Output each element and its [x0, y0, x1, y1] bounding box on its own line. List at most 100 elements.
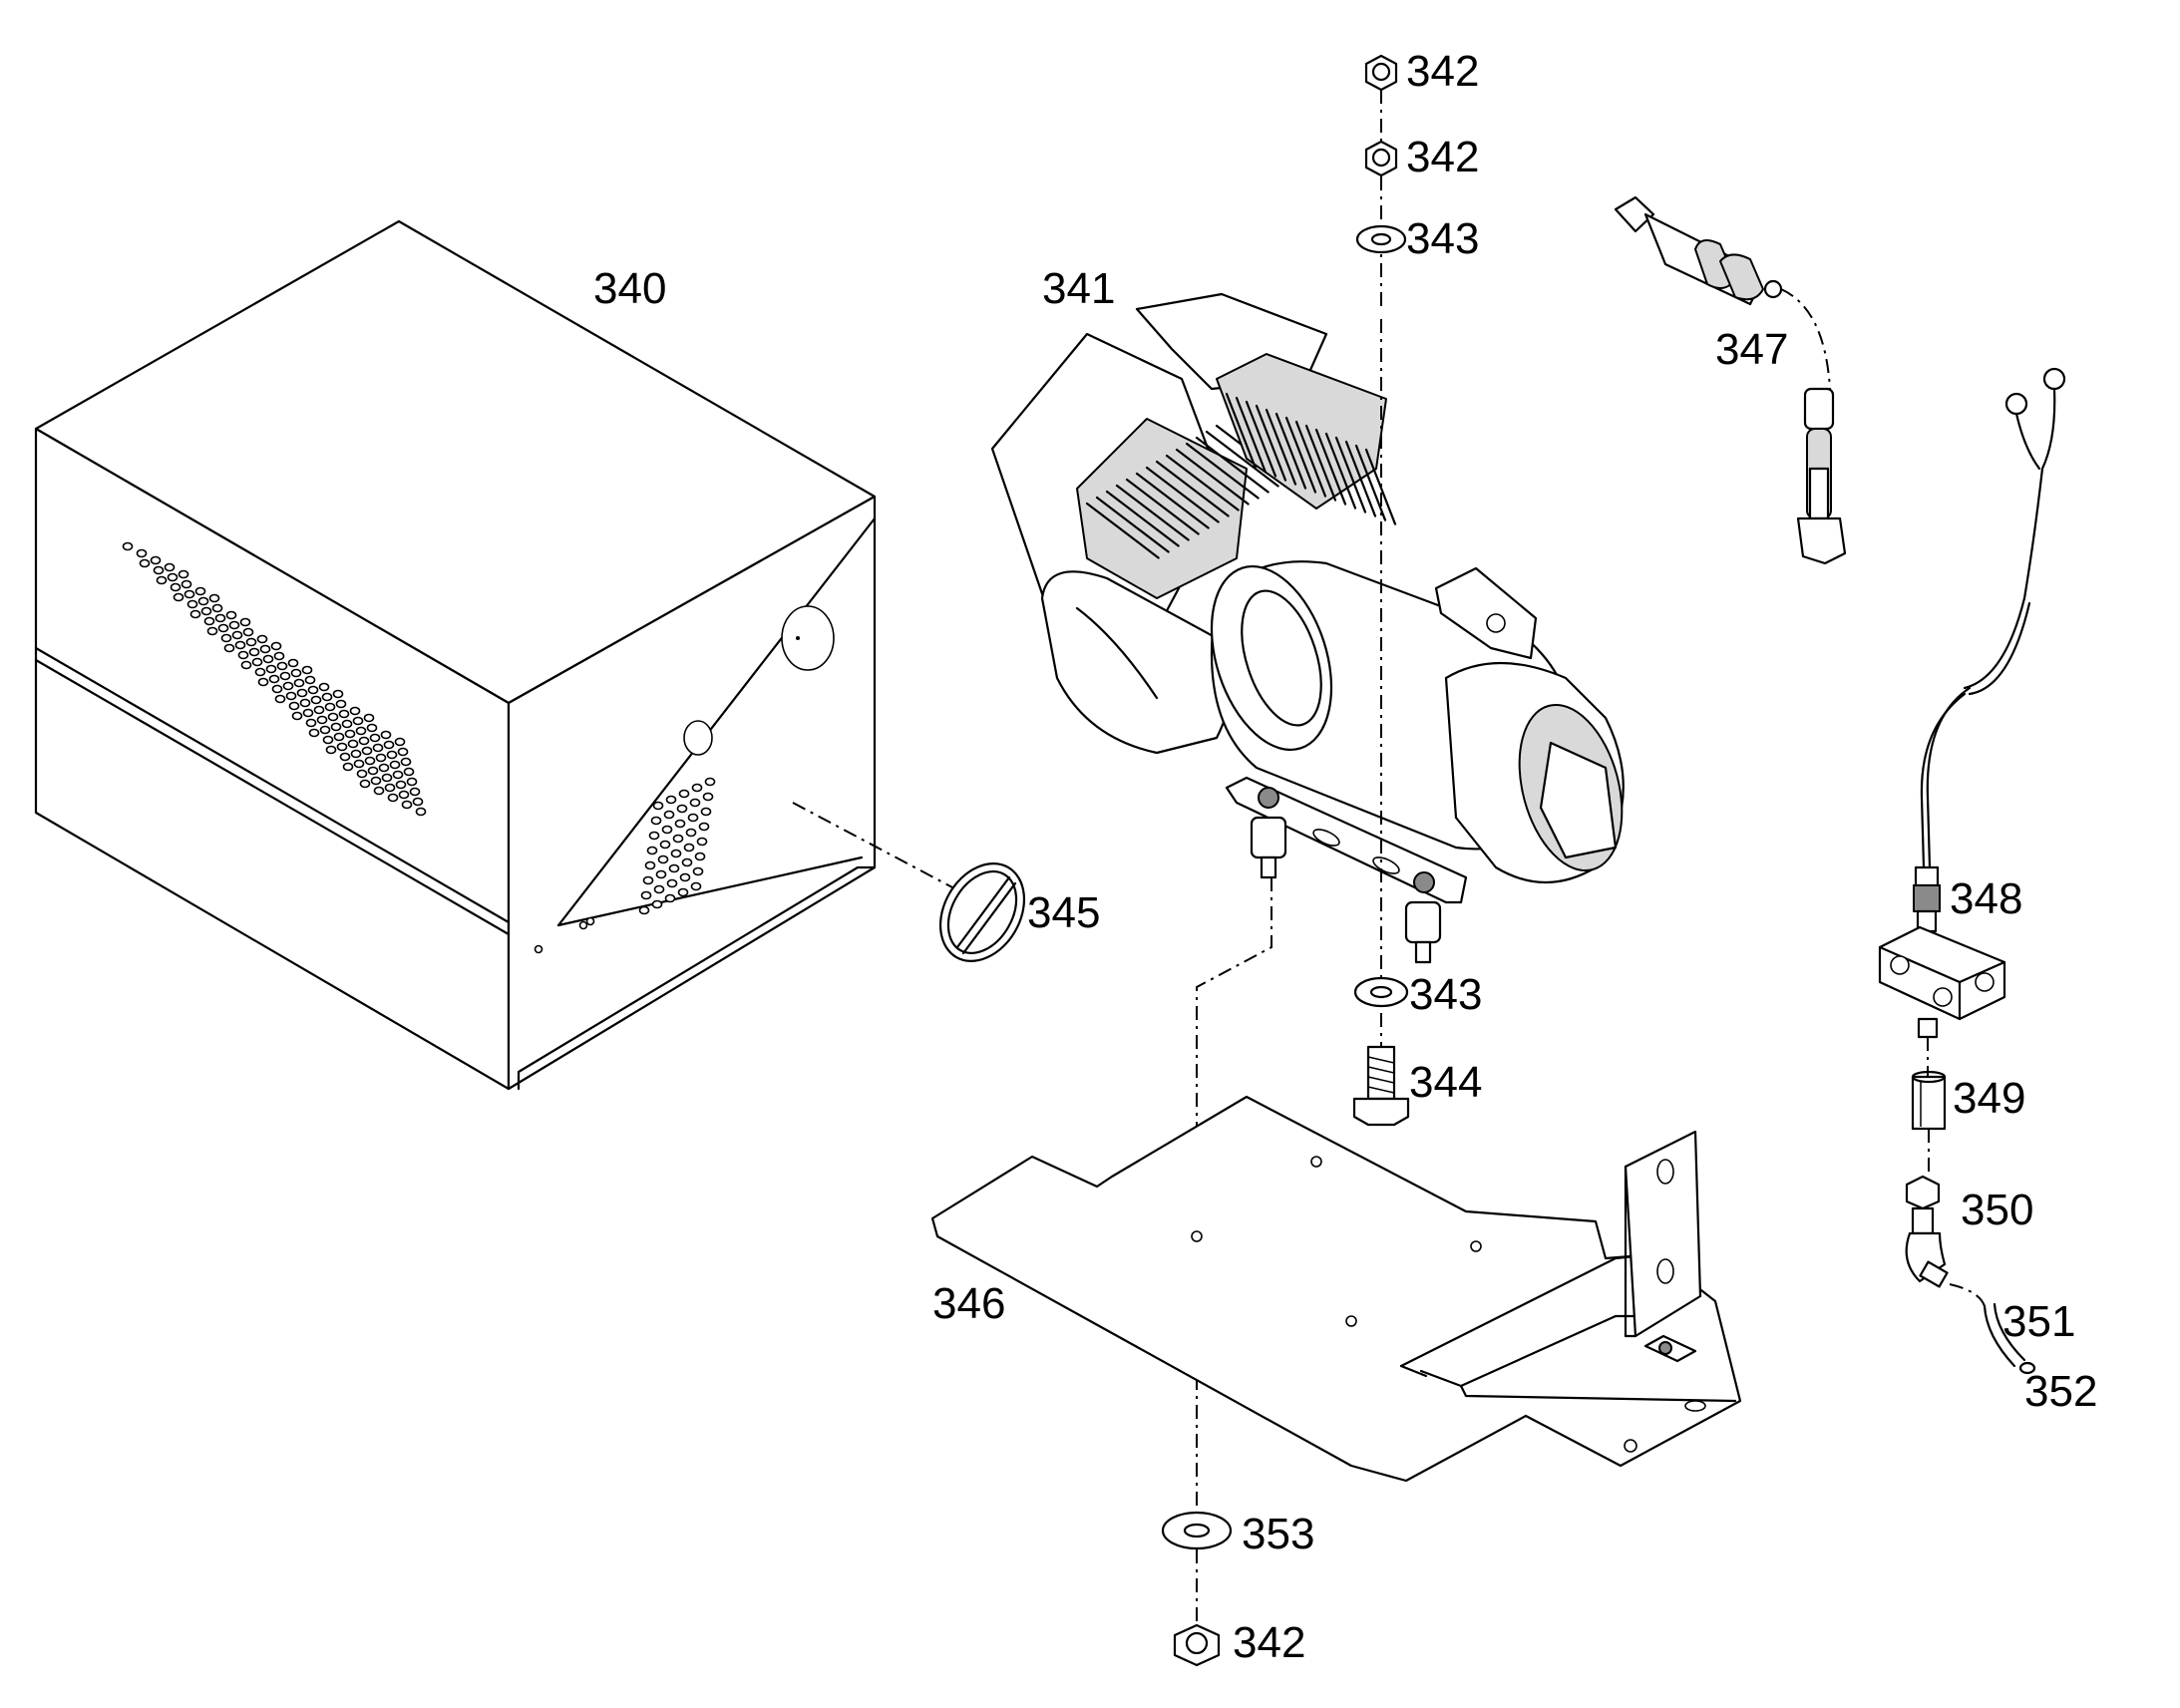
cooling-fin — [1245, 400, 1277, 478]
vent-hole — [265, 664, 277, 674]
vent-hole — [363, 713, 375, 723]
callout-349: 349 — [1953, 1074, 2025, 1123]
callout-347: 347 — [1715, 325, 1788, 374]
cooling-fins-left — [1085, 424, 1289, 559]
vent-hole — [318, 682, 330, 692]
vent-hole — [170, 582, 182, 592]
vent-hole — [239, 617, 251, 627]
vent-hole — [234, 640, 246, 650]
callout-341: 341 — [1042, 264, 1115, 313]
part-352-ferrule — [2018, 1361, 2036, 1375]
callout-351: 351 — [2002, 1297, 2075, 1346]
vent-hole — [375, 753, 387, 763]
vent-hole — [310, 695, 322, 705]
vent-hole — [687, 813, 699, 823]
vent-hole — [302, 708, 314, 718]
vent-hole — [386, 750, 398, 760]
vent-hole — [384, 783, 396, 793]
vent-hole — [366, 723, 378, 733]
vent-hole — [403, 767, 415, 777]
vent-hole — [389, 760, 401, 770]
vent-hole — [271, 684, 283, 694]
vent-hole — [339, 752, 351, 762]
vent-hole — [666, 878, 678, 888]
vent-hole — [296, 688, 308, 698]
vent-hole — [704, 777, 716, 787]
vent-hole — [665, 795, 677, 805]
vent-hole — [330, 722, 342, 732]
vent-hole — [282, 681, 294, 691]
vent-hole — [378, 763, 390, 773]
vent-hole — [273, 651, 285, 661]
vent-hole — [659, 840, 671, 850]
part-353-washer-bottom — [1161, 1511, 1233, 1550]
vent-hole — [397, 747, 409, 757]
vent-hole — [153, 565, 165, 575]
callout-343-mid: 343 — [1409, 970, 1482, 1019]
vent-hole — [395, 780, 407, 790]
vent-hole — [293, 678, 305, 688]
vent-hole — [702, 792, 714, 802]
part-342-nut-top-1 — [1364, 54, 1398, 92]
vent-hole — [313, 705, 325, 715]
vent-hole — [679, 872, 691, 882]
cooling-fin — [1205, 430, 1279, 488]
vent-hole — [301, 665, 313, 675]
vent-hole — [651, 899, 663, 909]
vent-hole — [332, 689, 344, 699]
vent-hole — [338, 709, 350, 719]
vent-hole — [200, 606, 212, 616]
cooling-fin — [1255, 404, 1287, 482]
part-343-washer-mid — [1353, 976, 1409, 1008]
callout-342-top-1: 342 — [1406, 47, 1479, 96]
vent-hole — [676, 804, 688, 814]
vent-hole — [279, 671, 291, 681]
vent-hole — [352, 716, 364, 726]
vent-hole — [324, 702, 336, 712]
vent-hole — [644, 860, 656, 870]
vent-hole — [642, 875, 654, 885]
vent-hole — [305, 718, 317, 728]
vent-hole — [344, 729, 356, 739]
vent-hole — [394, 737, 406, 747]
cooling-fin — [1155, 460, 1230, 517]
vent-hole — [694, 852, 706, 861]
vent-hole — [256, 634, 268, 644]
vent-hole — [217, 623, 229, 633]
vent-hole — [203, 616, 215, 626]
callout-344: 344 — [1409, 1058, 1482, 1107]
cooling-fin — [1165, 454, 1240, 512]
cooling-fin — [1304, 424, 1337, 502]
vent-hole — [257, 677, 269, 687]
vent-hole — [392, 770, 404, 780]
vent-hole — [194, 586, 206, 596]
vent-hole — [231, 630, 243, 640]
cooling-fin — [1354, 444, 1387, 521]
vent-hole — [372, 743, 384, 753]
vent-hole — [409, 787, 421, 797]
vent-holes-side — [638, 777, 716, 915]
vent-holes-front — [122, 541, 427, 817]
vent-hole — [237, 650, 249, 660]
vent-hole — [319, 725, 331, 735]
vent-hole — [183, 589, 195, 599]
vent-hole — [381, 773, 393, 783]
cooling-fin — [1265, 408, 1297, 486]
vent-hole — [336, 742, 348, 752]
vent-hole — [380, 730, 392, 740]
vent-hole — [677, 887, 689, 897]
cooling-fin — [1085, 502, 1160, 559]
vent-hole — [387, 793, 399, 803]
vent-hole — [251, 657, 263, 667]
vent-hole — [358, 736, 370, 746]
vent-hole — [268, 674, 280, 684]
cooling-fin — [1274, 412, 1307, 490]
vent-hole — [683, 843, 695, 853]
vent-hole — [225, 610, 237, 620]
cooling-fin — [1314, 428, 1347, 506]
part-349-coupling — [1911, 1070, 1947, 1131]
vent-hole — [369, 733, 381, 743]
cooling-fin — [1175, 448, 1250, 506]
vent-hole — [333, 732, 345, 742]
vent-hole — [248, 647, 260, 657]
